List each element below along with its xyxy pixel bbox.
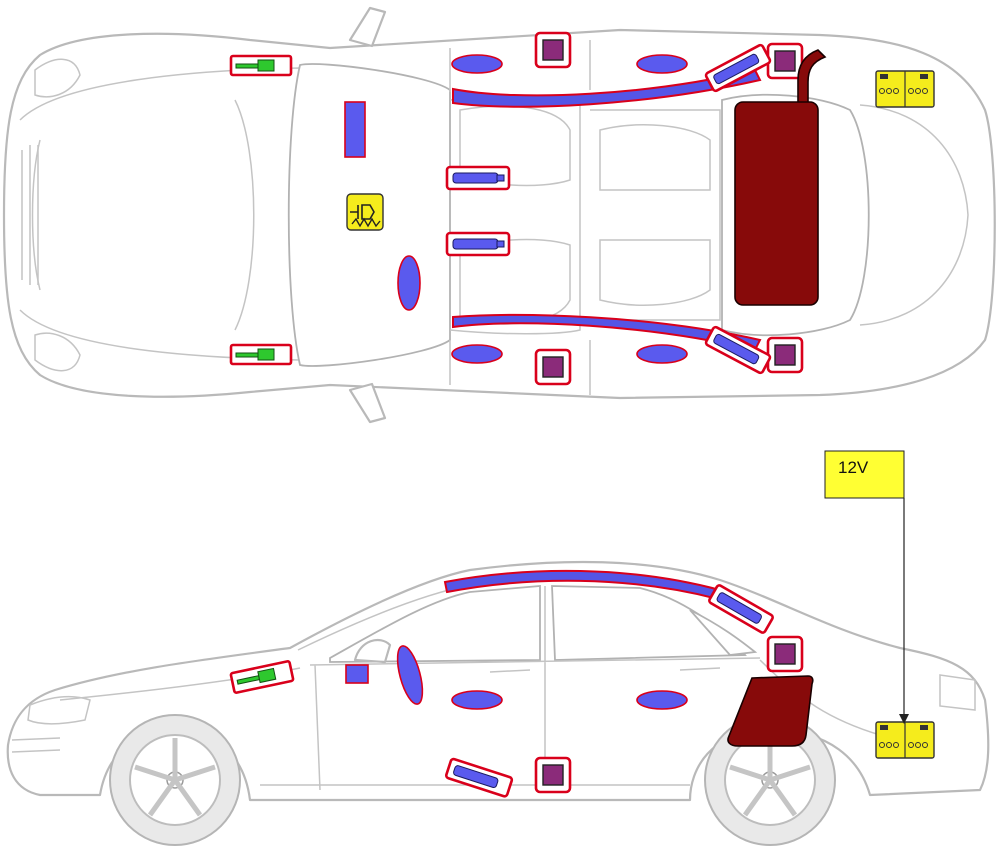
- top-seat-cylinder-left: [445, 165, 511, 191]
- rear-wheel: [704, 714, 836, 846]
- top-view: [2, 6, 996, 424]
- top-door-airbag-rr: [636, 344, 688, 364]
- fuel-tank-icon: [734, 49, 827, 306]
- gas-inflator-icon: [534, 348, 572, 386]
- battery-icon: [875, 721, 935, 759]
- side-passenger-airbag: [345, 664, 369, 684]
- gas-inflator-icon: [766, 42, 804, 80]
- top-door-airbag-rl: [636, 54, 688, 74]
- top-door-airbag-fl: [451, 54, 503, 74]
- battery-icon: [875, 70, 935, 108]
- top-passenger-airbag: [344, 101, 366, 158]
- battery-voltage-label: 12V: [838, 458, 869, 477]
- side-curtain-cylinder: [708, 584, 774, 634]
- airbag-control-unit-icon: [346, 193, 384, 231]
- side-driver-airbag: [396, 645, 424, 705]
- fuel-tank-icon: [727, 675, 814, 747]
- side-door-airbag-rear: [636, 690, 688, 710]
- top-curtain-airbag-left: [452, 68, 762, 108]
- top-seat-cylinder-right: [445, 231, 511, 257]
- front-wheel: [109, 714, 241, 846]
- side-seat-cylinder: [445, 757, 514, 798]
- top-curtain-cylinder-left: [704, 43, 772, 93]
- top-curtain-cylinder-right: [704, 325, 772, 375]
- top-driver-airbag: [397, 255, 421, 311]
- side-door-airbag-front: [451, 690, 503, 710]
- gas-inflator-icon: [766, 336, 804, 374]
- hood-pretensioner-icon: [229, 54, 293, 77]
- gas-inflator-icon: [766, 635, 804, 673]
- top-curtain-airbag-right: [452, 313, 762, 352]
- side-view: 12V: [6, 450, 990, 846]
- battery-voltage-callout: 12V: [824, 450, 909, 724]
- gas-inflator-icon: [534, 31, 572, 69]
- hood-pretensioner-icon: [229, 660, 295, 694]
- top-door-airbag-fr: [451, 344, 503, 364]
- hood-pretensioner-icon: [229, 343, 293, 366]
- gas-inflator-icon: [534, 756, 572, 794]
